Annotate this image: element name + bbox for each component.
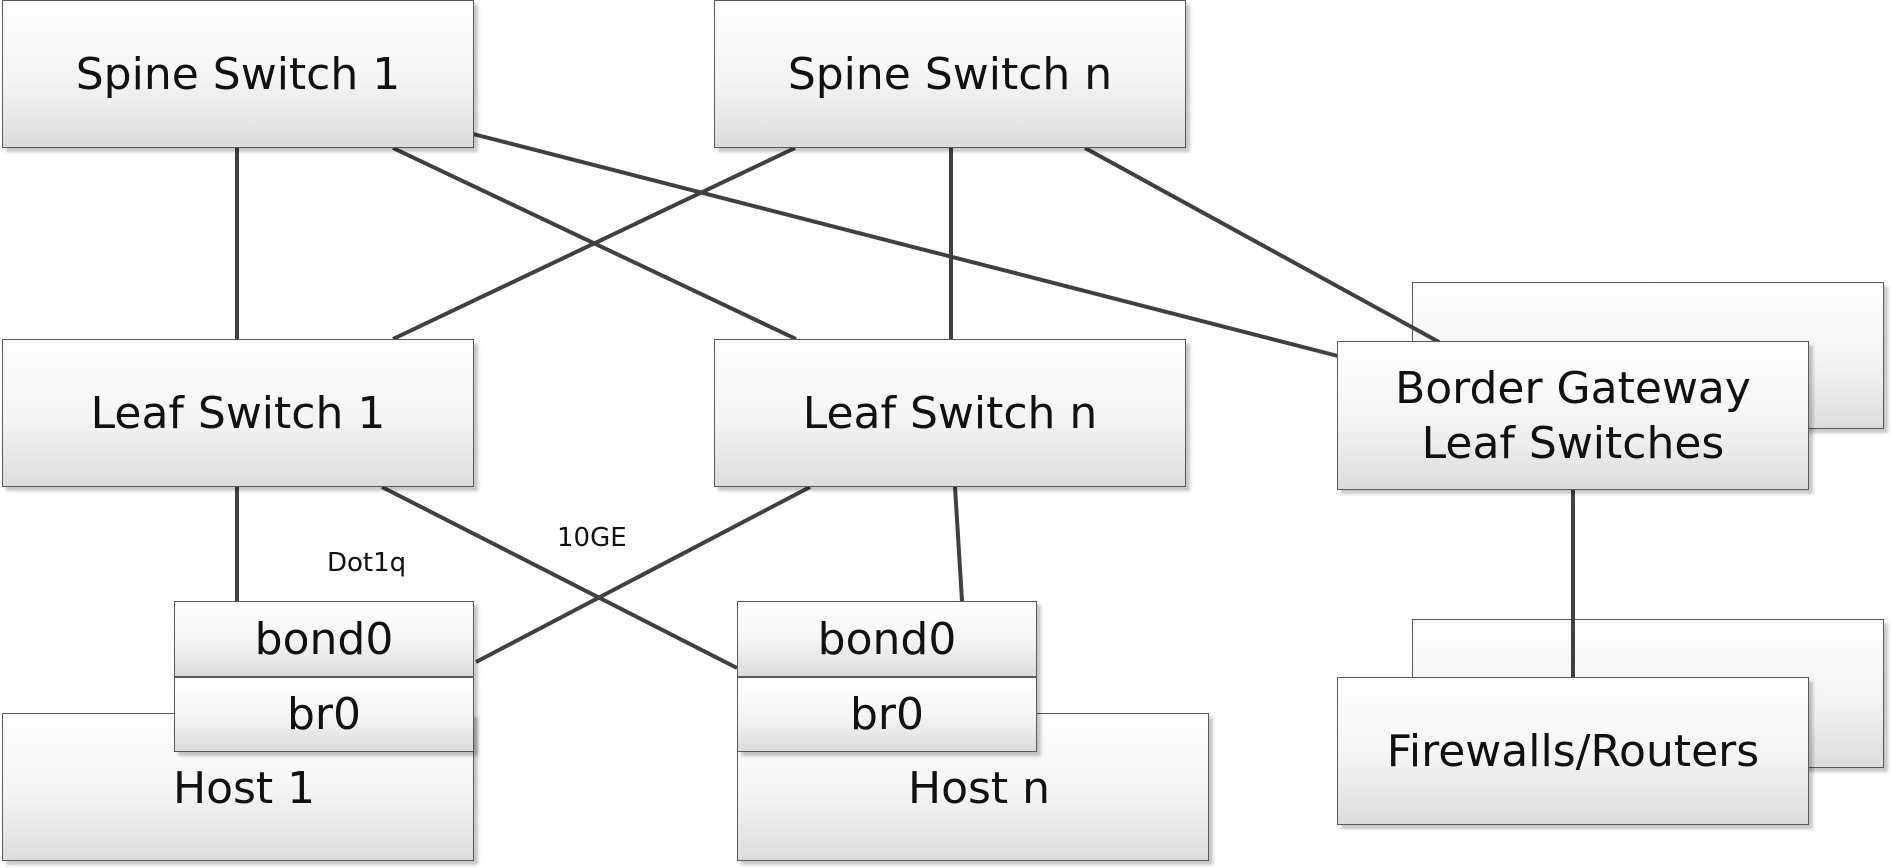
- host-1-bond0[interactable]: bond0: [174, 601, 474, 677]
- leaf-switch-n[interactable]: Leaf Switch n: [714, 339, 1186, 487]
- link-spinen-leaf1: [392, 146, 796, 341]
- border-gateway-leaf-switches[interactable]: Border Gateway Leaf Switches: [1337, 341, 1809, 490]
- spine-switch-1[interactable]: Spine Switch 1: [2, 0, 474, 148]
- dot1q-label: Dot1q: [327, 548, 407, 578]
- 10ge-label: 10GE: [557, 523, 627, 553]
- host-1-br0-label: br0: [286, 689, 361, 740]
- host-1-br0[interactable]: br0: [174, 677, 474, 752]
- spine-switch-1-label: Spine Switch 1: [75, 48, 401, 100]
- host-1-label: Host 1: [173, 763, 316, 814]
- host-n-bond0[interactable]: bond0: [737, 601, 1037, 677]
- host-n-br0-label: br0: [849, 689, 924, 740]
- link-spinen-border: [1084, 146, 1440, 344]
- leaf-switch-1-label: Leaf Switch 1: [90, 387, 386, 439]
- link-leaf1-hostn-bond: [381, 485, 738, 670]
- host-n-br0[interactable]: br0: [737, 677, 1037, 752]
- spine-switch-n-label: Spine Switch n: [787, 48, 1113, 100]
- link-leafn-hostn-bond: [953, 486, 964, 602]
- leaf-switch-n-label: Leaf Switch n: [802, 387, 1098, 439]
- firewalls-routers-label: Firewalls/Routers: [1386, 725, 1760, 777]
- spine-switch-n[interactable]: Spine Switch n: [714, 0, 1186, 148]
- leaf-switch-1[interactable]: Leaf Switch 1: [2, 339, 474, 487]
- link-spine1-border: [472, 132, 1339, 358]
- host-n-bond0-label: bond0: [817, 613, 957, 665]
- firewalls-routers[interactable]: Firewalls/Routers: [1337, 677, 1809, 825]
- border-gateway-label: Border Gateway Leaf Switches: [1395, 362, 1751, 469]
- host-n-label: Host n: [908, 763, 1051, 814]
- link-leafn-host1-bond: [475, 485, 811, 664]
- host-1-bond0-label: bond0: [254, 613, 394, 665]
